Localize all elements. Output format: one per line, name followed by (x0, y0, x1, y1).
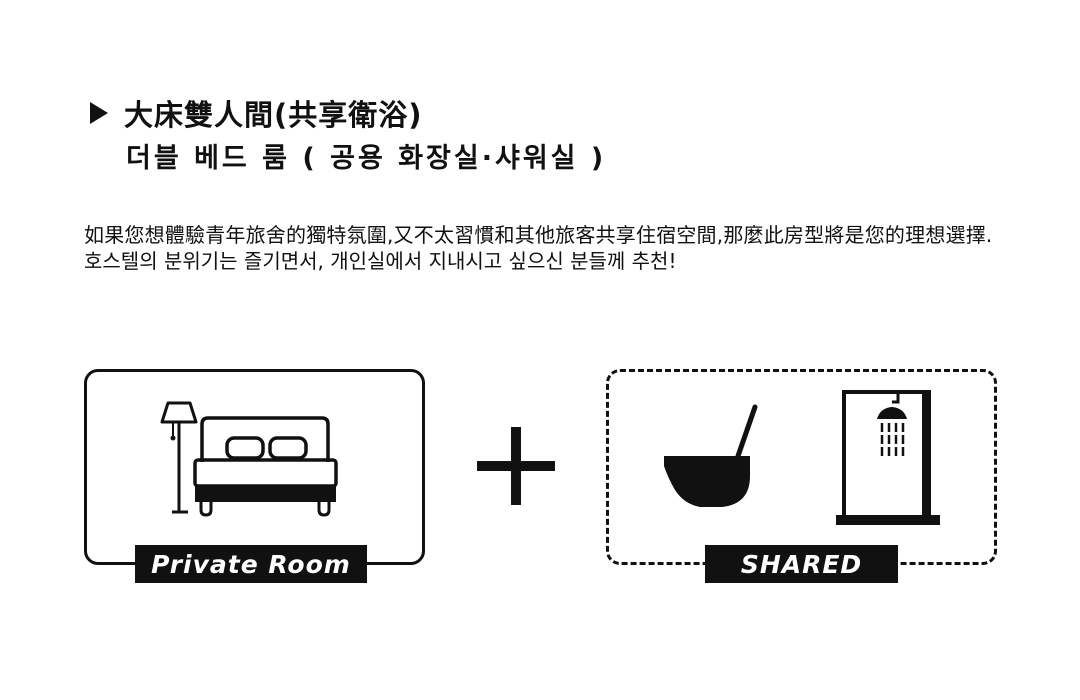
heading-line-zh: 大床雙人間(共享衛浴) (90, 92, 423, 134)
shower-icon (836, 390, 940, 525)
plus-icon (477, 427, 555, 505)
floor-lamp-icon (160, 401, 198, 514)
toilet-icon (664, 404, 758, 507)
private-room-label: Private Room (135, 545, 367, 583)
description-zh: 如果您想體驗青年旅舍的獨特氛圍,又不太習慣和其他旅客共享住宿空間,那麼此房型將是… (84, 223, 993, 247)
room-title-ko: 더블 베드 룸 ( 공용 화장실·샤워실 ) (126, 143, 607, 174)
description-ko: 호스텔의 분위기는 즐기면서, 개인실에서 지내시고 싶으신 분들께 추천! (84, 249, 677, 273)
shared-label: SHARED (705, 545, 898, 583)
play-triangle-icon (90, 102, 108, 124)
double-bed-icon (193, 416, 338, 517)
room-heading: 大床雙人間(共享衛浴) 더블 베드 룸 ( 공용 화장실·샤워실 ) (90, 92, 603, 174)
room-title-zh: 大床雙人間(共享衛浴) (124, 98, 423, 132)
room-description: 如果您想體驗青年旅舍的獨特氛圍,又不太習慣和其他旅客共享住宿空間,那麼此房型將是… (84, 222, 1024, 274)
